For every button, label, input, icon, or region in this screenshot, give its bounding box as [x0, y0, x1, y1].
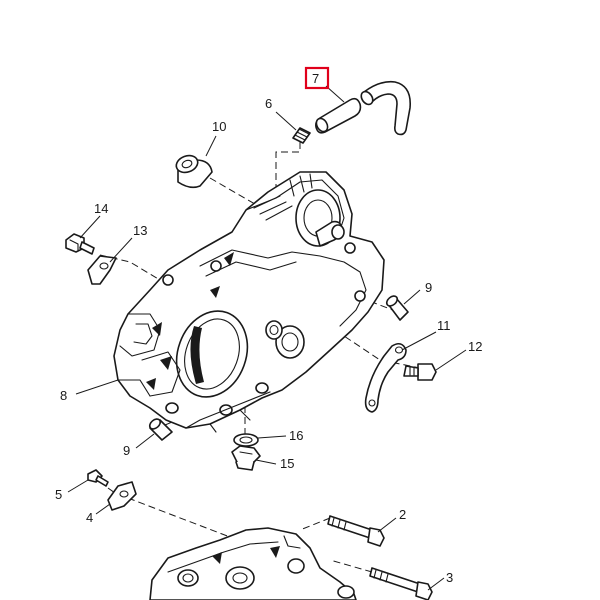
callout-10: 10 [212, 119, 226, 134]
callout-13: 13 [133, 223, 147, 238]
leader-lines [67, 85, 467, 591]
part-9-dowel-upper[interactable] [385, 294, 409, 321]
callout-6: 6 [265, 96, 272, 111]
callout-9-lower: 9 [123, 443, 130, 458]
callout-7: 7 [312, 71, 319, 86]
part-3-bolt[interactable] [369, 567, 433, 600]
part-7-hose[interactable] [314, 80, 412, 136]
callout-8: 8 [60, 388, 67, 403]
part-15-drain-bolt[interactable] [231, 445, 261, 471]
part-2-bolt[interactable] [327, 515, 385, 547]
part-6-fitting[interactable] [292, 127, 311, 144]
part-11-clamp[interactable] [364, 342, 407, 413]
callout-labels: 7 6 10 14 13 9 11 12 8 9 16 15 5 4 2 3 [55, 71, 482, 585]
part-16-washer[interactable] [233, 433, 259, 447]
callout-4: 4 [86, 510, 93, 525]
part-12-screw[interactable] [403, 363, 437, 381]
part-4-clip[interactable] [107, 481, 137, 511]
part-1-crankcase-lower[interactable] [149, 527, 357, 600]
callout-3: 3 [446, 570, 453, 585]
part-10-bushing[interactable] [174, 153, 213, 189]
part-13-bracket[interactable] [87, 255, 117, 285]
callout-15: 15 [280, 456, 294, 471]
callout-9-upper: 9 [425, 280, 432, 295]
part-8-crankcase[interactable] [113, 171, 385, 433]
part-14-bolt[interactable] [65, 233, 95, 255]
part-5-screw[interactable] [87, 469, 109, 487]
callout-2: 2 [399, 507, 406, 522]
part-9-dowel-lower[interactable] [148, 417, 173, 441]
highlight-box [304, 66, 330, 90]
callout-16: 16 [289, 428, 303, 443]
callout-5: 5 [55, 487, 62, 502]
callout-14: 14 [94, 201, 108, 216]
callout-11: 11 [437, 318, 451, 333]
callout-12: 12 [468, 339, 482, 354]
